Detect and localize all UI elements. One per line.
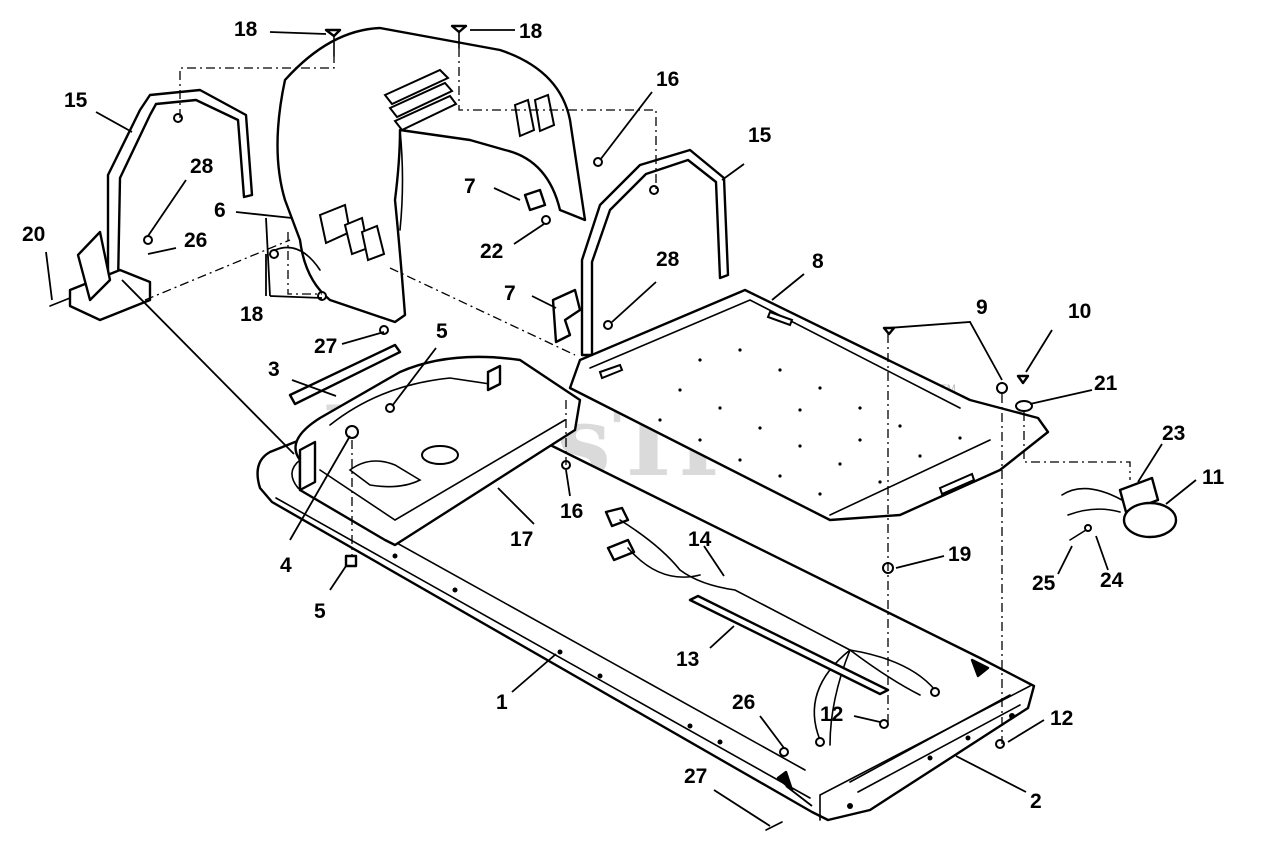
callout-12-right: 12	[1050, 707, 1073, 730]
callout-5-bottom: 5	[314, 600, 326, 623]
callout-27-bottom: 27	[684, 765, 707, 788]
seat-bracket-right	[580, 148, 730, 357]
seat-bracket-left	[106, 88, 254, 287]
callout-4: 4	[280, 554, 292, 577]
leader-lines	[45, 29, 1197, 827]
callout-18-top-right: 18	[519, 20, 543, 43]
callout-2: 2	[1030, 790, 1042, 813]
bracket-7	[523, 188, 582, 344]
callout-26-bottom: 26	[732, 691, 755, 714]
callout-28-left: 28	[190, 155, 214, 178]
callout-10: 10	[1068, 300, 1091, 323]
callout-11: 11	[1202, 466, 1225, 489]
callout-24: 24	[1100, 569, 1124, 592]
mount-plate	[68, 230, 152, 322]
callout-3: 3	[268, 358, 280, 381]
callout-21: 21	[1094, 372, 1118, 395]
light-assembly	[1061, 476, 1178, 539]
callouts: 18 18 15 16 15 28 7 6 20 26 22 28 8 7 9 …	[22, 18, 1225, 813]
arrows	[776, 658, 990, 807]
callout-18-bottom-left: 18	[240, 303, 264, 326]
callout-1: 1	[496, 691, 508, 714]
callout-28-right: 28	[656, 248, 680, 271]
callout-27-top: 27	[314, 335, 337, 358]
callout-5-top: 5	[436, 320, 448, 343]
callout-15-left: 15	[64, 89, 88, 112]
callout-7-middle: 7	[504, 282, 516, 305]
callout-8: 8	[812, 250, 824, 273]
fender-body	[274, 26, 587, 324]
assembly-lines	[144, 48, 1131, 744]
callout-16-bottom: 16	[560, 500, 583, 523]
callout-20: 20	[22, 223, 45, 246]
callout-18-top-left: 18	[234, 18, 258, 41]
callout-23: 23	[1162, 422, 1185, 445]
fasteners	[49, 24, 1092, 831]
callout-12-middle: 12	[820, 703, 843, 726]
floor-pan	[294, 355, 582, 547]
callout-15-right: 15	[748, 124, 772, 147]
callout-19: 19	[948, 543, 971, 566]
callout-17: 17	[510, 528, 533, 551]
callout-16-top: 16	[656, 68, 679, 91]
callout-9: 9	[976, 296, 988, 319]
callout-13: 13	[676, 648, 699, 671]
callout-25: 25	[1032, 572, 1056, 595]
callout-26-top: 26	[184, 229, 207, 252]
callout-14: 14	[688, 528, 712, 551]
callout-22: 22	[480, 240, 503, 263]
main-frame	[256, 428, 1036, 822]
callout-7-top: 7	[464, 175, 476, 198]
callout-6: 6	[214, 199, 226, 222]
